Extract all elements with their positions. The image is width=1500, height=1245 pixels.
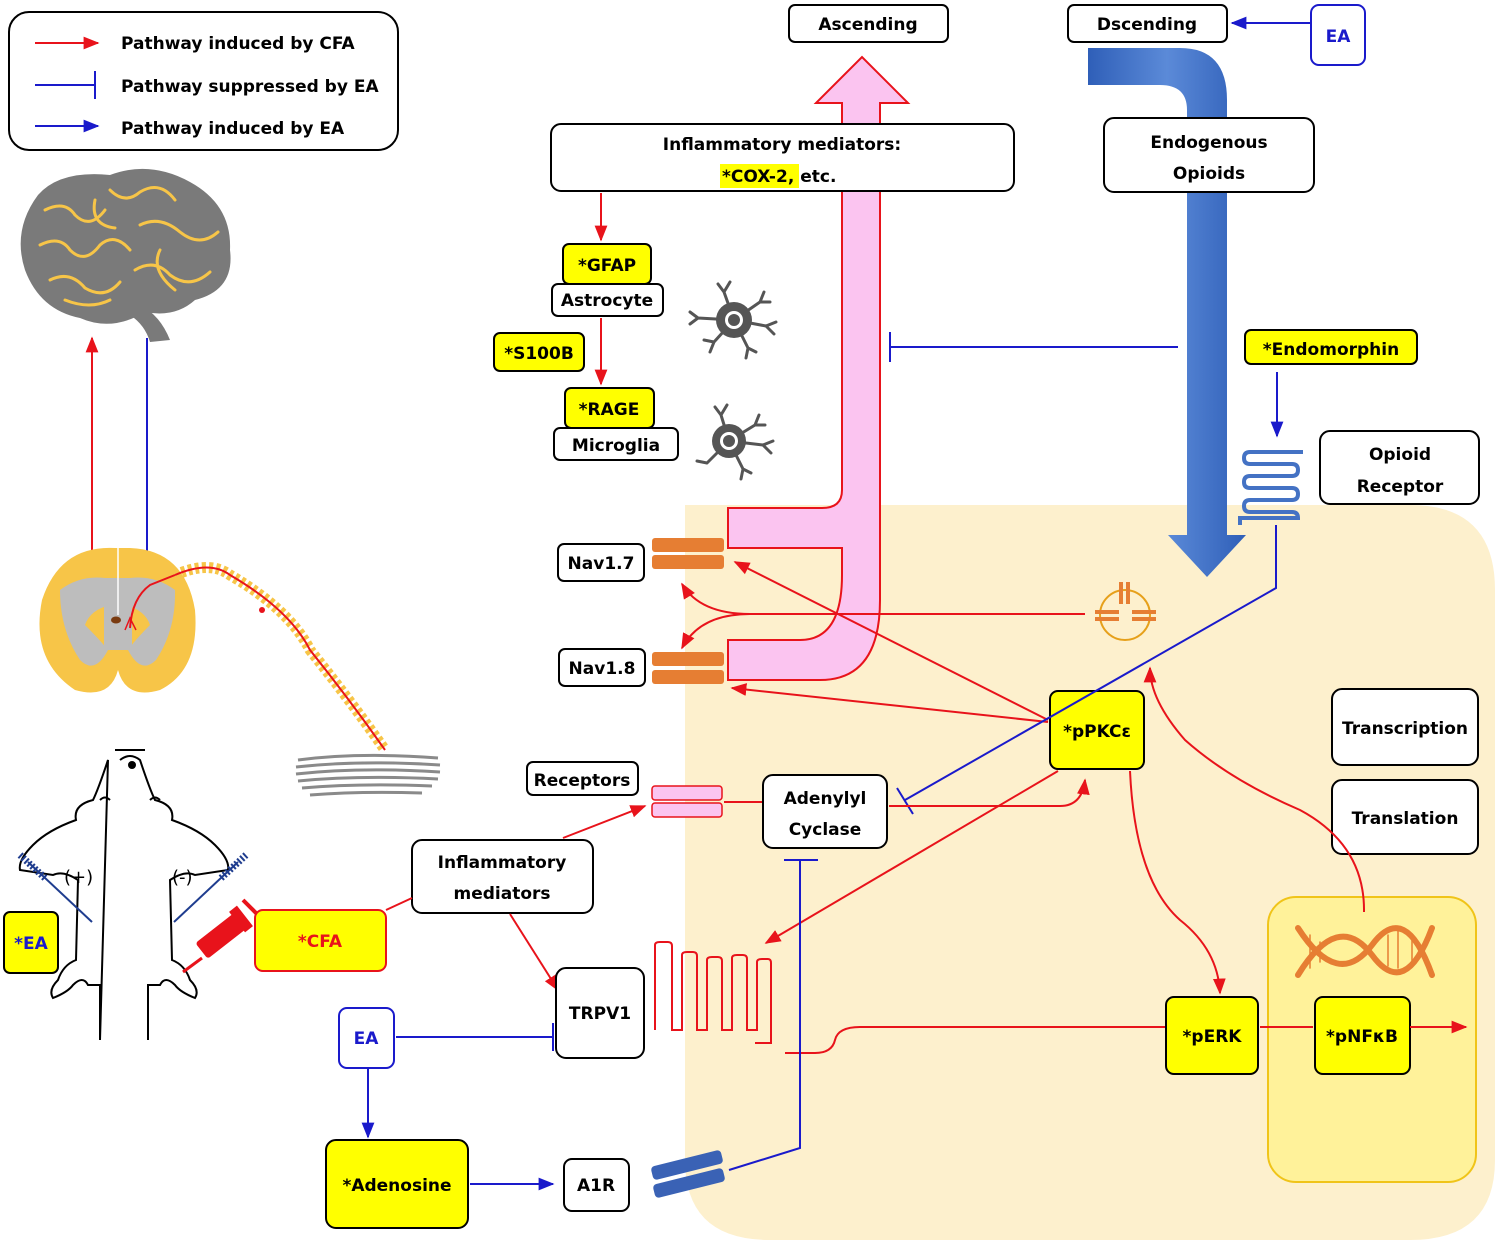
ea-top-box xyxy=(1310,4,1366,66)
receptor-channel-icon xyxy=(651,785,723,818)
a1r-box xyxy=(563,1158,630,1212)
peripheral-inflammatory-label-1: Inflammatory xyxy=(438,853,567,873)
pnfkb-box xyxy=(1314,996,1411,1075)
a1r-receptor-icon xyxy=(651,1150,725,1198)
endomorphin-box xyxy=(1244,329,1418,365)
ascending-label: Ascending xyxy=(818,15,917,35)
cox2-highlight xyxy=(720,164,799,188)
endogenous-opioids-box xyxy=(1103,117,1315,193)
astrocyte-label: Astrocyte xyxy=(561,291,653,311)
cyclase-label: Cyclase xyxy=(789,820,862,840)
s100b-label: *S100B xyxy=(504,344,574,364)
adenylyl-cyclase-box xyxy=(762,774,888,849)
legend-cfa-induced: Pathway induced by CFA xyxy=(121,34,356,54)
trpv1-channel-icon xyxy=(654,941,772,1044)
inflammatory-mediators-box xyxy=(550,123,1015,192)
ea-star-label: *EA xyxy=(14,934,49,954)
opioids-label: Opioids xyxy=(1173,164,1245,184)
opioid-receptor-box xyxy=(1319,430,1480,505)
translation-box xyxy=(1331,779,1479,855)
descending-label: Dscending xyxy=(1097,15,1197,35)
ascending-pink-arrow xyxy=(727,55,911,681)
etc-text: , etc. xyxy=(788,167,837,187)
cfa-box xyxy=(254,909,387,972)
ea-top-label: EA xyxy=(1326,27,1352,47)
inflammatory-mediators-title: Inflammatory mediators: xyxy=(663,135,901,155)
microglia-icon xyxy=(695,403,775,481)
trpv1-label: TRPV1 xyxy=(569,1004,631,1024)
adenosine-box xyxy=(325,1139,469,1229)
perk-label: *pERK xyxy=(1183,1027,1243,1047)
rage-label: *RAGE xyxy=(579,400,640,420)
vesicle-channel-icon xyxy=(1095,582,1156,641)
trpv1-box xyxy=(555,967,645,1059)
receptors-box xyxy=(526,761,639,796)
rat-plus-label: (+) xyxy=(64,867,93,888)
peripheral-inflammatory-label-2: mediators xyxy=(453,884,550,904)
cox2-label: *COX-2, etc. xyxy=(722,167,836,187)
acupuncture-needles xyxy=(17,852,249,923)
translation-label: Translation xyxy=(1352,809,1459,829)
legend-ea-induced: Pathway induced by EA xyxy=(121,119,345,139)
a1r-label: A1R xyxy=(577,1176,615,1196)
s100b-box xyxy=(493,332,585,372)
ascending-box xyxy=(788,4,949,43)
astrocyte-icon xyxy=(688,280,778,360)
adenylyl-label: Adenylyl xyxy=(784,789,867,809)
cox2-text: *COX-2 xyxy=(722,167,788,187)
adenosine-label: *Adenosine xyxy=(342,1176,451,1196)
dna-icon xyxy=(1295,925,1435,978)
microglia-box xyxy=(553,427,679,461)
syringe-icon xyxy=(182,898,260,974)
microglia-label: Microglia xyxy=(572,436,660,456)
transcription-box xyxy=(1331,688,1479,766)
transcription-label: Transcription xyxy=(1342,719,1468,739)
ea-star-box xyxy=(3,911,59,974)
legend: Pathway induced by CFA Pathway suppresse… xyxy=(8,11,399,151)
nav17-box xyxy=(557,543,645,582)
ppkce-label: *pPKCε xyxy=(1063,722,1131,742)
gfap-label: *GFAP xyxy=(578,256,636,276)
pnfkb-label: *pNFκB xyxy=(1326,1027,1398,1047)
cfa-label: *CFA xyxy=(298,932,343,952)
peripheral-inflammatory-mediators-box xyxy=(411,839,594,914)
endomorphin-label: *Endomorphin xyxy=(1263,340,1399,360)
descending-box xyxy=(1067,4,1228,43)
opioid-receptor-icon xyxy=(1238,450,1303,525)
nav18-label: Nav1.8 xyxy=(569,659,636,679)
nav17-label: Nav1.7 xyxy=(568,554,635,574)
receptor-label: Receptor xyxy=(1357,477,1444,497)
legend-ea-suppressed: Pathway suppressed by EA xyxy=(121,77,379,97)
brain-illustration xyxy=(20,168,231,342)
nav18-channel-icon xyxy=(652,652,724,684)
ea-bottom-box xyxy=(338,1007,395,1069)
spinal-cord-illustration xyxy=(39,547,441,797)
rat-illustration xyxy=(18,749,230,1041)
endogenous-label: Endogenous xyxy=(1150,133,1267,153)
receptors-label: Receptors xyxy=(534,771,631,791)
rat-minus-label: (-) xyxy=(172,867,193,888)
opioid-label: Opioid xyxy=(1369,445,1431,465)
perk-box xyxy=(1165,996,1259,1075)
nav17-channel-icon xyxy=(652,538,724,569)
ea-bottom-label: EA xyxy=(354,1029,380,1049)
astrocyte-box xyxy=(551,283,664,317)
nav18-box xyxy=(558,648,646,687)
